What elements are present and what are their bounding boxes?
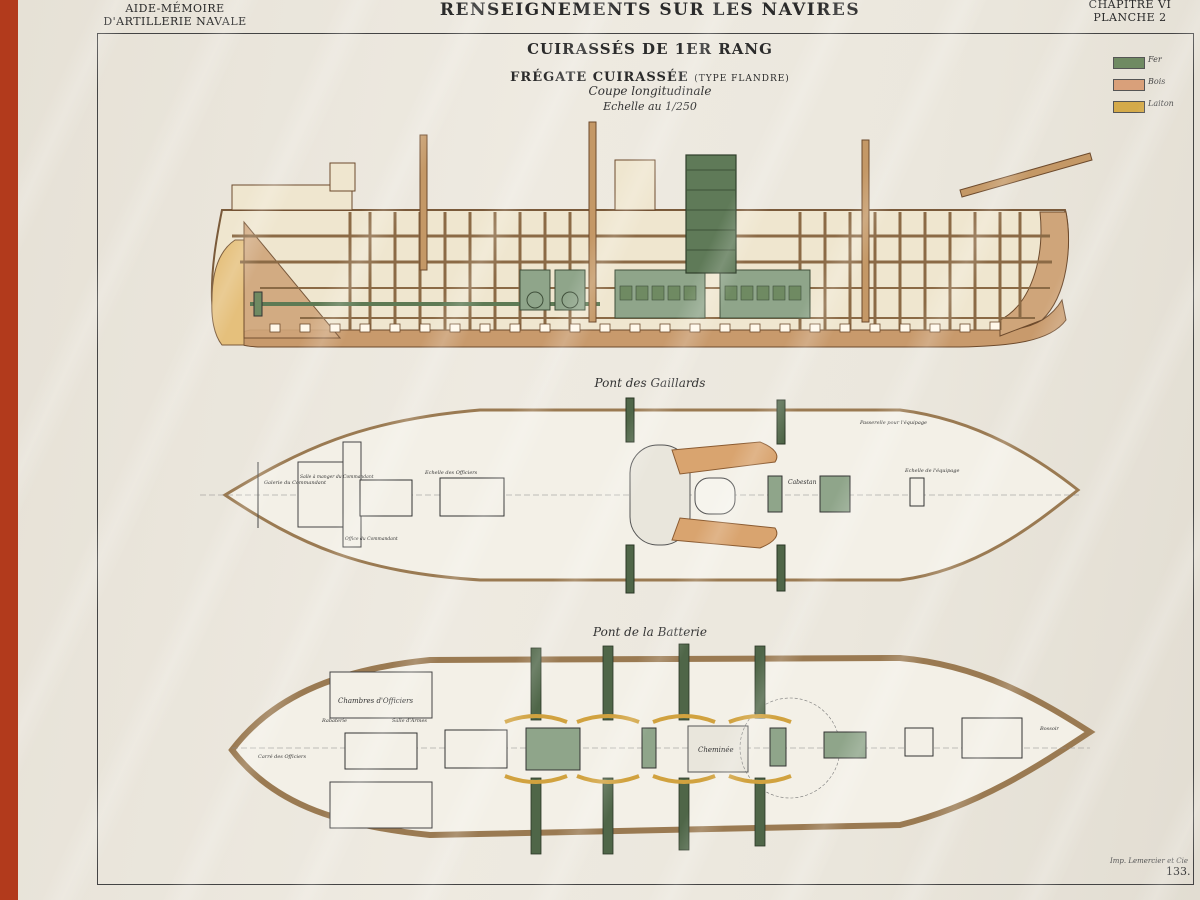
- hatch-battery-5: [904, 727, 934, 757]
- label-ladder-crew: Echelle de l'équipage: [904, 467, 959, 474]
- class-title: CUIRASSÉS DE 1ER RANG: [527, 40, 773, 58]
- header-right-text: CHAPITRE VI PLANCHE 2: [1088, 0, 1172, 24]
- mast-main: [588, 121, 597, 323]
- upper-deck-caption: Pont des Gaillards: [594, 376, 706, 390]
- funnel-casing: [629, 444, 691, 546]
- wardroom-table: [344, 732, 418, 770]
- officer-cabins-starboard: [329, 781, 433, 829]
- legend-row-brass: Laiton: [1113, 99, 1183, 121]
- boiler-doors: [619, 285, 802, 301]
- propeller: [253, 291, 263, 317]
- boat-port: [671, 441, 778, 475]
- funnel: [685, 154, 737, 274]
- midship-house: [614, 159, 656, 211]
- hatch-fore-2: [819, 475, 851, 513]
- keel-ribs: [269, 321, 1001, 333]
- commander-salon: [297, 461, 344, 528]
- material-legend: Fer Bois Laiton: [1113, 55, 1183, 121]
- battery-guns-starboard: [530, 777, 766, 855]
- bow-timbers: [999, 211, 1069, 337]
- hatch-fore-3: [909, 477, 925, 507]
- hatch-battery-6: [961, 717, 1023, 759]
- label-arms: Salle d'Armes: [392, 718, 427, 724]
- hatch-fore-1: [767, 475, 783, 513]
- legend-swatch-wood: [1113, 79, 1145, 91]
- chimney-casing: [687, 725, 749, 773]
- boat-starboard: [671, 517, 778, 549]
- skylight-battery: [444, 729, 508, 769]
- ship-title: FRÉGATE CUIRASSÉE (TYPE FLANDRE): [470, 70, 830, 85]
- scale-label: Echelle au 1/250: [603, 100, 697, 113]
- skylight-officers: [439, 477, 505, 517]
- ship-name: FRÉGATE CUIRASSÉE: [510, 70, 689, 85]
- funnel-bands: [686, 169, 736, 251]
- label-ladder-officers: Echelle des Officiers: [424, 470, 478, 476]
- legend-row-iron: Fer: [1113, 55, 1183, 77]
- label-cabins: Chambres d'Officiers: [338, 697, 413, 705]
- officer-cabins-port: [329, 671, 433, 719]
- legend-swatch-iron: [1113, 57, 1145, 69]
- ship-type: (TYPE FLANDRE): [694, 74, 790, 84]
- header-right: CHAPITRE VI PLANCHE 2: [1080, 0, 1180, 24]
- legend-label-wood: Bois: [1148, 77, 1166, 86]
- label-salon: Salle à manger du Commandant: [300, 473, 374, 480]
- section-title: Coupe longitudinale: [588, 84, 712, 98]
- label-gallery: Galerie du Commandant: [264, 480, 327, 486]
- label-wardroom: Carré des Officiers: [258, 753, 306, 760]
- hatch-battery-1: [525, 727, 581, 771]
- bowsprit: [959, 152, 1093, 198]
- header-title: RENSEIGNEMENTS SUR LES NAVIRES: [439, 0, 861, 20]
- engines: [519, 269, 586, 311]
- funnel-opening: [694, 477, 736, 515]
- label-bow: Bossoir: [1039, 726, 1059, 732]
- legend-label-iron: Fer: [1148, 55, 1162, 64]
- header-left: AIDE-MÉMOIRE D'ARTILLERIE NAVALE: [100, 2, 250, 28]
- legend-label-brass: Laiton: [1148, 99, 1174, 108]
- header-left-text: AIDE-MÉMOIRE D'ARTILLERIE NAVALE: [103, 2, 247, 28]
- page-number: 133.: [1166, 865, 1191, 878]
- label-capstan: Cabestan: [788, 479, 817, 486]
- label-chimney: Cheminée: [698, 746, 734, 754]
- stern-slope: [243, 220, 342, 339]
- skylight-aft: [359, 479, 413, 517]
- label-pantry: Rabaterie: [321, 718, 347, 724]
- label-office: Office du Commandant: [345, 536, 398, 542]
- upper-deck-guns: [625, 397, 786, 594]
- battery-guns-port: [530, 643, 766, 721]
- gun-racers: [504, 714, 792, 784]
- legend-swatch-brass: [1113, 101, 1145, 113]
- bridge-house: [329, 162, 356, 192]
- mast-fore: [861, 139, 870, 323]
- plate-frame: [97, 33, 1194, 885]
- hatch-battery-3: [769, 727, 787, 767]
- legend-row-wood: Bois: [1113, 77, 1183, 99]
- printer-credit: Imp. Lemercier et Cie: [1110, 857, 1189, 865]
- mast-aft: [419, 134, 428, 271]
- hatch-battery-4: [823, 731, 867, 759]
- label-passage: Passerelle pour l'équipage: [859, 419, 927, 426]
- battery-deck-caption: Pont de la Batterie: [593, 625, 707, 639]
- hatch-battery-2: [641, 727, 657, 769]
